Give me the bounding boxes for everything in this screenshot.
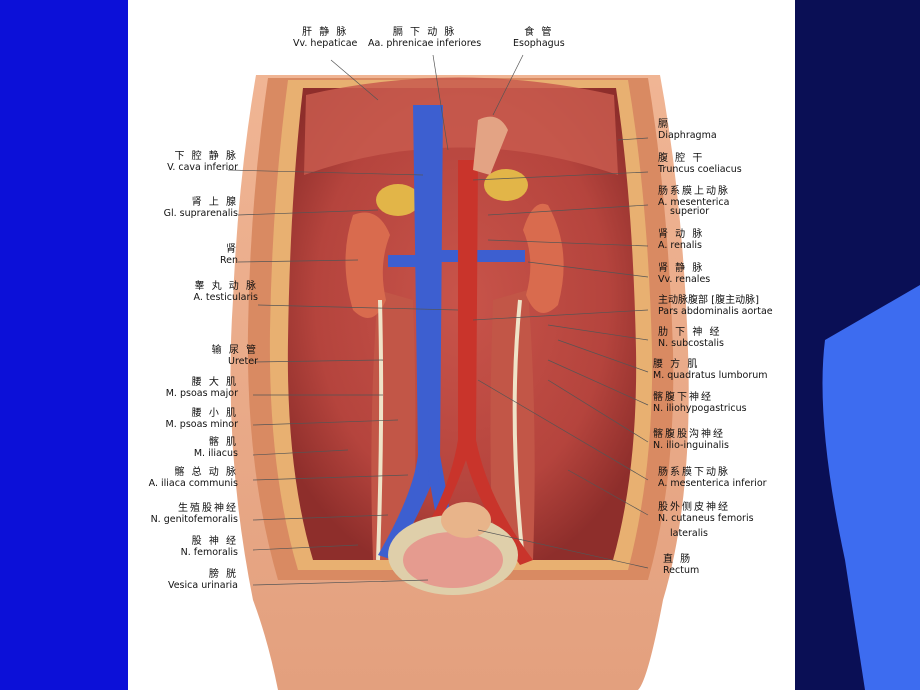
kidney-right	[523, 203, 564, 313]
suprarenal-left	[376, 184, 420, 216]
background-blue-wedge	[822, 285, 920, 690]
esophagus	[473, 116, 508, 175]
rectum	[441, 502, 491, 538]
renal-vein-right	[440, 250, 525, 262]
psoas-right	[490, 290, 535, 560]
bladder-inner	[403, 532, 503, 588]
diaphragm	[304, 77, 618, 175]
abdomen-illustration	[227, 54, 689, 690]
background-blue-left	[0, 0, 128, 690]
abdominal-aorta	[406, 160, 533, 565]
label-abdominal-aorta: 主动脉腹部 [腹主动脉]Pars abdominalis aortae	[658, 295, 773, 317]
renal-vein-left	[388, 255, 418, 267]
kidney-left	[345, 212, 390, 318]
ureter-right	[512, 299, 525, 561]
leader-lines	[227, 54, 649, 586]
inferior-vena-cava	[378, 105, 443, 560]
suprarenal-right	[484, 169, 528, 201]
ureter-left	[376, 299, 384, 561]
